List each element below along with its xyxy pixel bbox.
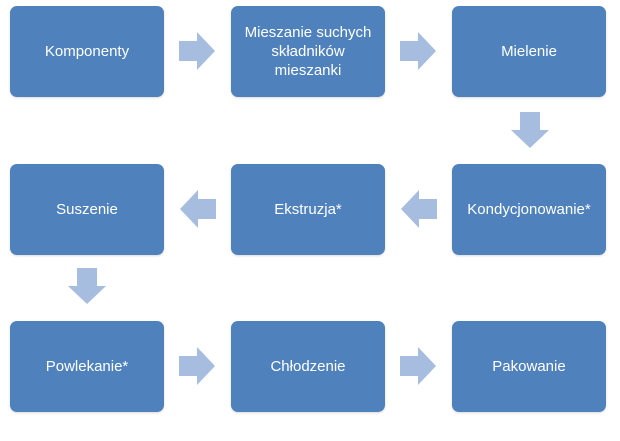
step-mieszanie: Mieszanie suchych składników mieszanki bbox=[231, 6, 385, 97]
step-label: Kondycjonowanie* bbox=[467, 201, 591, 218]
arrow-right-icon bbox=[179, 32, 215, 70]
step-chlodzenie: Chłodzenie bbox=[231, 321, 385, 412]
step-label: Komponenty bbox=[44, 43, 130, 60]
step-label: Chłodzenie bbox=[270, 358, 346, 375]
step-suszenie: Suszenie bbox=[10, 164, 164, 255]
step-kondycjonowanie: Kondycjonowanie* bbox=[452, 164, 606, 255]
arrow-down-icon bbox=[68, 268, 106, 304]
step-ekstruzja: Ekstruzja* bbox=[231, 164, 385, 255]
arrow-left-icon bbox=[180, 190, 216, 228]
step-label: Mieszanie suchych składników mieszanki bbox=[244, 24, 372, 79]
arrow-right-icon bbox=[179, 347, 215, 385]
arrow-left-icon bbox=[401, 190, 437, 228]
step-label: Suszenie bbox=[56, 201, 118, 218]
arrow-right-icon bbox=[400, 347, 436, 385]
step-label: Pakowanie bbox=[492, 358, 566, 375]
arrow-right-icon bbox=[400, 32, 436, 70]
step-mielenie: Mielenie bbox=[452, 6, 606, 97]
step-komponenty: Komponenty bbox=[10, 6, 164, 97]
step-label: Powlekanie* bbox=[45, 358, 129, 375]
step-label: Mielenie bbox=[501, 43, 557, 60]
step-pakowanie: Pakowanie bbox=[452, 321, 606, 412]
step-label: Ekstruzja* bbox=[274, 201, 342, 218]
arrow-down-icon bbox=[511, 112, 549, 148]
step-powlekanie: Powlekanie* bbox=[10, 321, 164, 412]
